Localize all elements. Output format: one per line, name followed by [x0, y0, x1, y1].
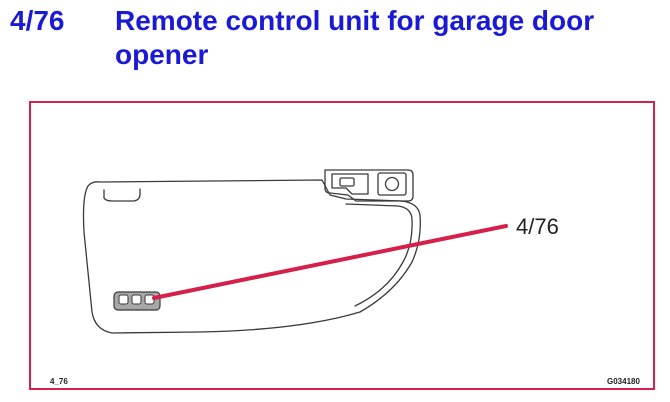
callout-line — [152, 224, 508, 300]
visor-top-recess — [103, 188, 141, 202]
figure-code: G034180 — [607, 377, 640, 386]
sun-visor-outline — [82, 179, 421, 334]
vanity-mirror-button — [377, 172, 407, 196]
light-switch — [331, 173, 369, 195]
visor-inner-panel — [345, 203, 413, 307]
figure-frame — [29, 101, 655, 390]
callout-label: 4/76 — [516, 214, 559, 239]
figure-reference: 4_76 — [50, 377, 68, 386]
section-number: 4/76 — [10, 5, 65, 36]
mirror-housing — [324, 169, 414, 202]
remote-control-unit — [113, 291, 161, 311]
section-title: Remote control unit for garage door open… — [115, 5, 595, 70]
